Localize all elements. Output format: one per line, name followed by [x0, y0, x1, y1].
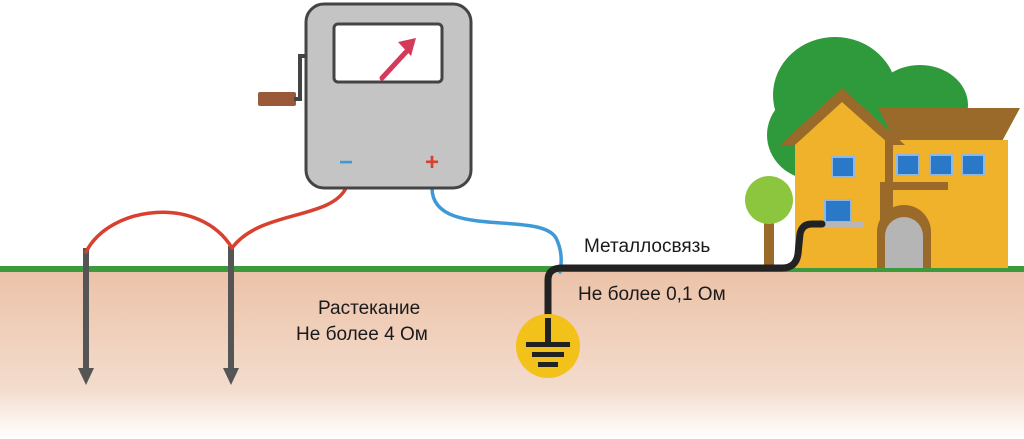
spreading-title: Растекание	[318, 298, 420, 319]
plus-terminal-label: +	[425, 149, 439, 176]
red-wire	[84, 186, 348, 254]
ohmmeter-icon	[258, 2, 473, 190]
soil	[0, 270, 1024, 439]
bond-title: Металлосвязь	[584, 236, 710, 257]
blue-wire	[430, 186, 563, 274]
ground-probe-2	[223, 246, 239, 385]
ground-probe-1	[78, 248, 94, 385]
spreading-value: Не более 4 Ом	[296, 324, 428, 345]
small-tree-icon	[745, 176, 793, 268]
grass-line	[0, 266, 1024, 272]
bond-wire	[544, 220, 826, 342]
bond-value: Не более 0,1 Ом	[578, 284, 726, 305]
house-icon	[780, 88, 1020, 268]
ground-symbol-icon	[516, 314, 580, 378]
minus-terminal-label: −	[339, 149, 353, 176]
